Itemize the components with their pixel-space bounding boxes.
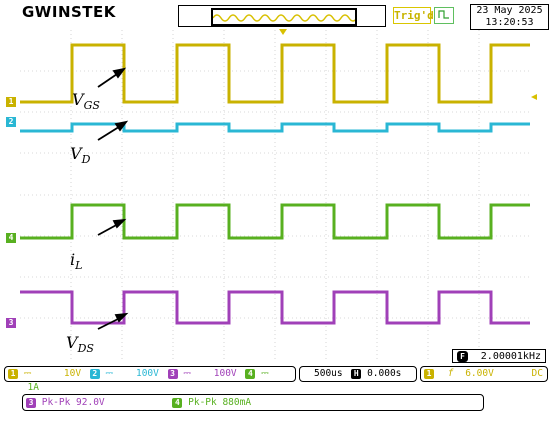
trigger-status-badge: Trig'd [393,7,434,24]
brand-logo: GWINSTEK [22,3,116,21]
annotation-arrows [97,67,129,330]
memory-window [211,8,358,26]
datetime-box: 23 May 2025 13:20:53 [470,4,549,30]
ch3-scale: 100V [213,368,237,379]
ch3-coupling-icon: ⎓ [183,368,191,379]
ch4-waveform [20,203,530,240]
time-text: 13:20:53 [485,16,534,28]
ch4-marker[interactable]: 4 [6,233,16,243]
trigger-source-chip: 1 [424,368,434,379]
trigger-position-marker[interactable] [279,29,287,35]
trigger-level-marker[interactable] [531,94,537,100]
run-mode-icon[interactable] [434,7,454,24]
vd-label: VD [70,144,91,167]
ch4-scale: 1A [27,382,39,393]
vds-label: VDS [66,333,94,356]
ch2-marker[interactable]: 2 [6,117,16,127]
frequency-readout: F 2.00001kHz [452,349,546,363]
ch2-waveform [20,122,530,133]
ch2-scale: 100V [135,368,159,379]
ch3-marker[interactable]: 3 [6,318,16,328]
trigger-bar[interactable]: 1 f 6.00V DC [420,366,548,382]
timebase-value: 500us [314,368,343,379]
vgs-label: VGS [72,90,100,113]
trigger-level: 6.00V [465,368,494,379]
meas-ch3-value: Pk-Pk 92.0V [41,397,105,408]
date-text: 23 May 2025 [476,5,543,16]
graticule [20,30,530,360]
timebase-bar[interactable]: 500us H 0.000s [299,366,417,382]
ch2-coupling-icon: ⎓ [105,368,114,379]
ch1-waveform [20,43,530,104]
ch1-marker[interactable]: 1 [6,97,16,107]
ch1-chip: 1 [8,368,18,379]
trigger-coupling: DC [531,368,543,379]
trigger-slope-icon: f [447,368,454,379]
channel-scale-bar[interactable]: 1 ⎓ 10V 2 ⎓ 100V 3 ⎓ 100V 4 ⎓ 1A [4,366,296,393]
waveform-display [20,30,530,360]
ch1-scale: 10V [63,368,82,379]
il-label: iL [70,250,83,273]
ch1-coupling-icon: ⎓ [23,368,32,379]
horizontal-position-icon: H [351,368,362,379]
memory-bar [178,5,386,27]
meas-ch3-chip: 3 [26,397,36,408]
meas-ch4-value: Pk-Pk 880mA [188,397,252,408]
ch4-coupling-icon: ⎓ [261,368,269,379]
memory-waveform-icon [212,14,358,22]
h-position-value: 0.000s [367,368,402,379]
ch3-waveform [20,290,530,325]
frequency-icon: F [457,351,468,362]
ch2-chip: 2 [89,368,100,379]
ch4-chip: 4 [245,368,256,379]
frequency-value: 2.00001kHz [480,351,541,362]
measurement-bar[interactable]: 3 Pk-Pk 92.0V 4 Pk-Pk 880mA [22,394,484,411]
meas-ch4-chip: 4 [172,397,183,408]
ch3-chip: 3 [167,368,178,379]
